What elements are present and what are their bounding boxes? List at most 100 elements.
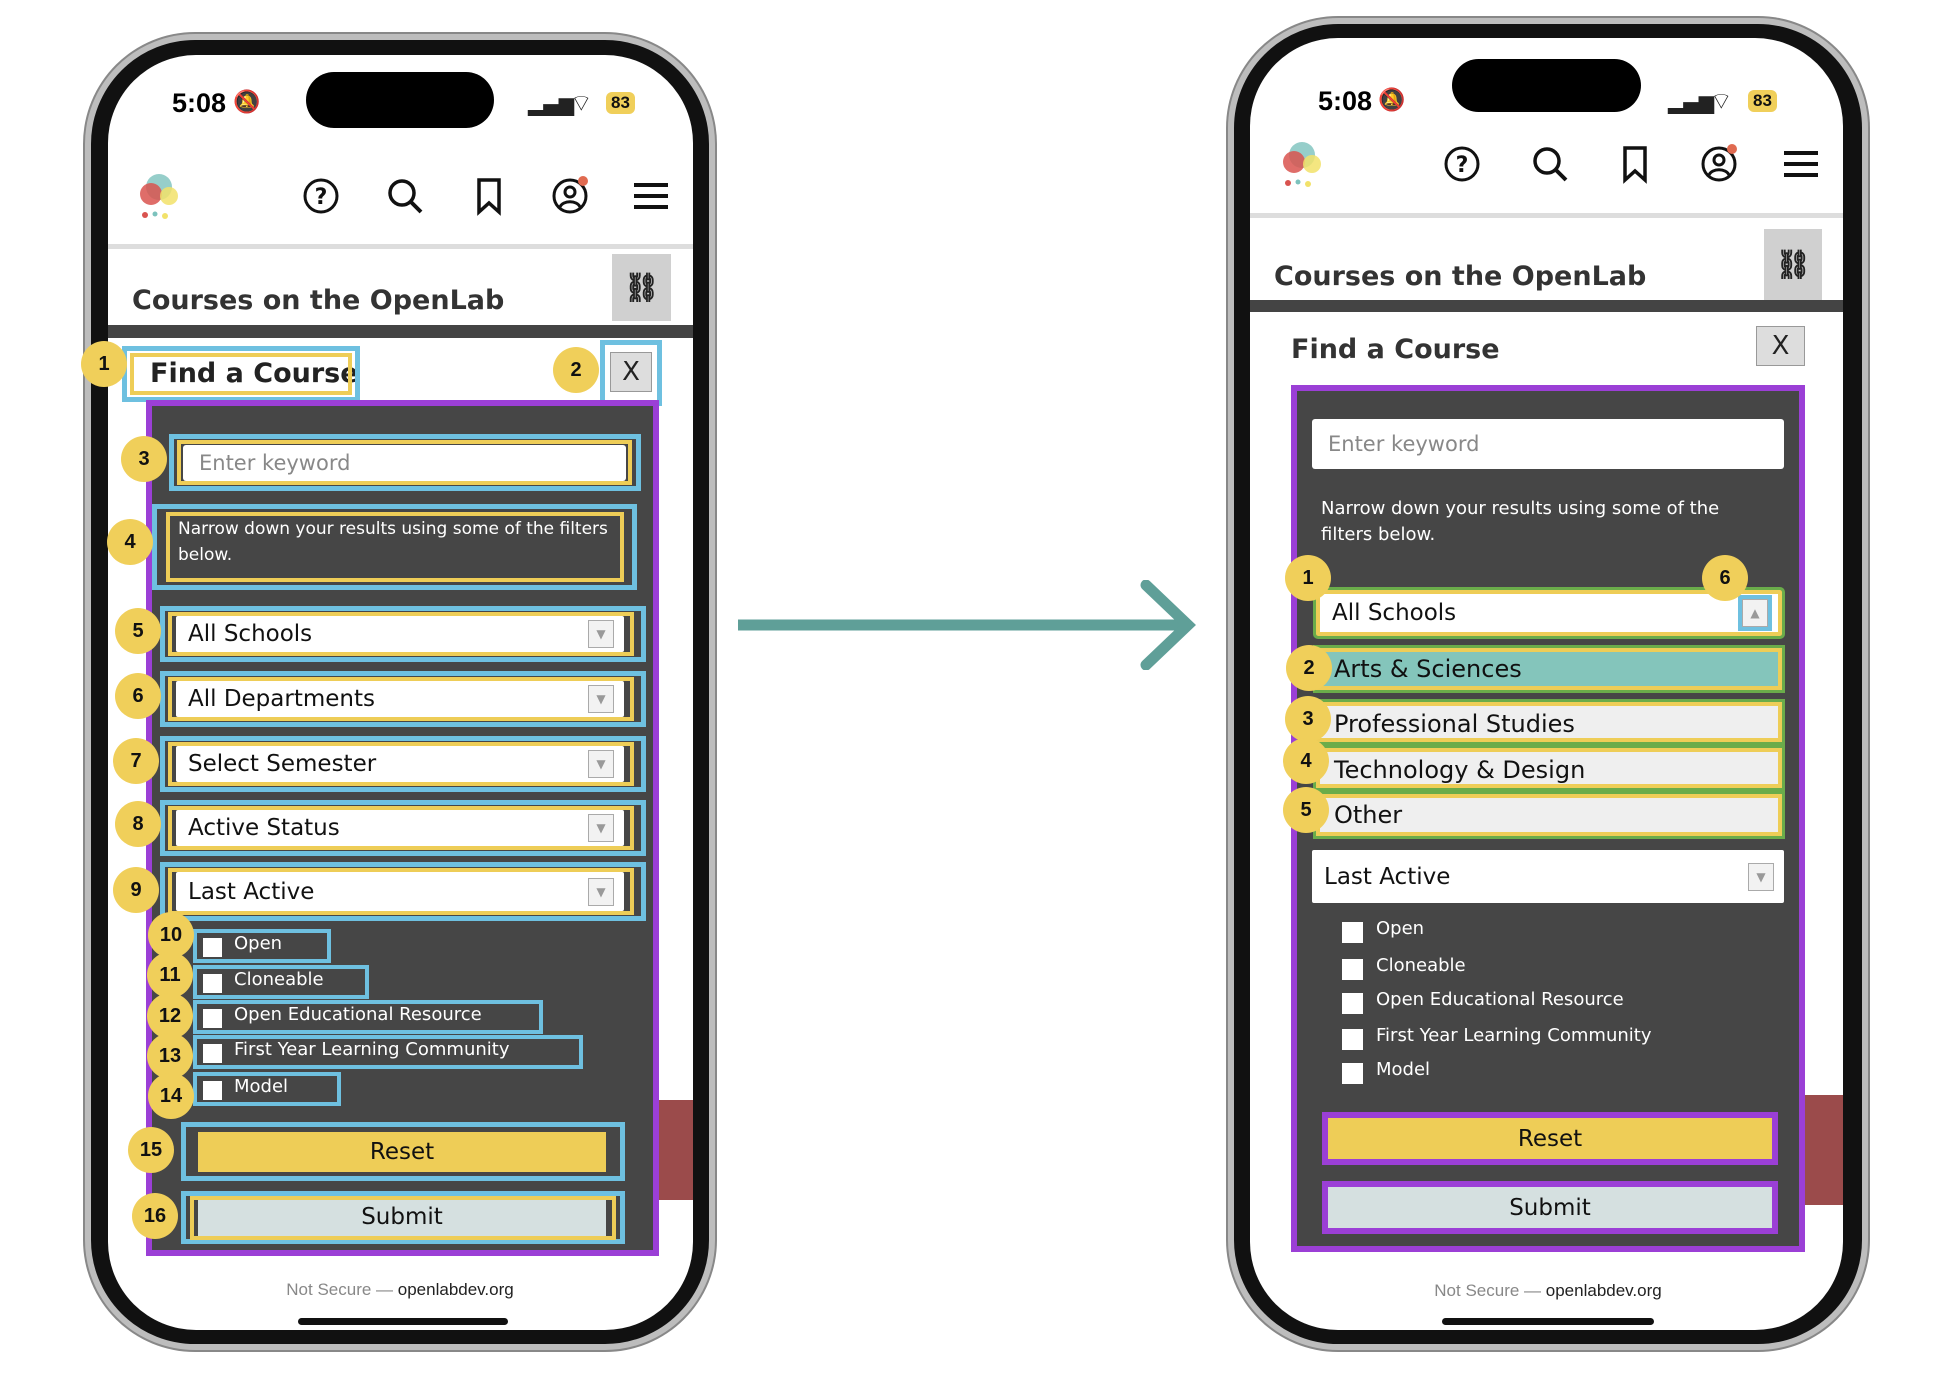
chevron-down-icon: ▼ bbox=[1748, 862, 1774, 891]
last-active-select[interactable]: Last Active ▼ bbox=[1312, 850, 1784, 903]
bell-slash-icon: 🔕 bbox=[233, 90, 261, 115]
title-underline-bar bbox=[108, 325, 693, 338]
filter-select[interactable]: Select Semester▼ bbox=[176, 746, 624, 782]
openlab-logo[interactable] bbox=[1280, 140, 1326, 190]
chevron-down-icon: ▼ bbox=[588, 620, 614, 648]
reset-button[interactable]: Reset bbox=[198, 1132, 606, 1172]
svg-text:?: ? bbox=[1456, 153, 1469, 178]
school-option-arts-sciences[interactable]: Arts & Sciences bbox=[1313, 645, 1785, 693]
checkbox[interactable] bbox=[203, 1081, 222, 1100]
annotation-badge: 2 bbox=[1286, 645, 1332, 691]
help-icon[interactable]: ? bbox=[1442, 144, 1482, 184]
narrow-results-text: Narrow down your results using some of t… bbox=[178, 519, 608, 565]
checkbox-label: Model bbox=[1376, 1059, 1431, 1080]
dynamic-island bbox=[306, 72, 494, 128]
chevron-down-icon: ▼ bbox=[588, 685, 614, 713]
checkbox[interactable] bbox=[1342, 1029, 1363, 1050]
checkbox[interactable] bbox=[1342, 959, 1363, 980]
bell-slash-icon: 🔕 bbox=[1378, 88, 1406, 113]
school-option-technology-design[interactable]: Technology & Design bbox=[1313, 745, 1785, 791]
bookmark-icon[interactable] bbox=[1615, 144, 1655, 184]
select-value: Last Active bbox=[188, 878, 315, 905]
checkbox[interactable] bbox=[1342, 1063, 1363, 1084]
checkbox[interactable] bbox=[203, 938, 222, 957]
annotation-badge: 4 bbox=[107, 519, 153, 565]
search-toggle-button[interactable]: ⛓ bbox=[612, 254, 671, 321]
narrow-results-text: Narrow down your results using some of t… bbox=[1321, 498, 1720, 545]
account-icon[interactable] bbox=[1699, 144, 1739, 184]
filter-select[interactable]: All Schools▼ bbox=[176, 616, 624, 652]
filter-select[interactable]: Last Active▼ bbox=[176, 872, 624, 911]
annotation-badge: 9 bbox=[113, 867, 159, 913]
openlab-logo[interactable] bbox=[137, 172, 183, 222]
browser-url-bar[interactable]: Not Secure — openlabdev.org bbox=[1434, 1281, 1661, 1301]
checkbox[interactable] bbox=[203, 974, 222, 993]
select-value: Select Semester bbox=[188, 751, 377, 777]
annotation-badge: 3 bbox=[121, 436, 167, 482]
signal-icon: ▂▄▆ bbox=[1668, 90, 1715, 114]
checkbox[interactable] bbox=[1342, 922, 1363, 943]
home-indicator bbox=[298, 1318, 508, 1325]
checkbox-label: First Year Learning Community bbox=[1376, 1025, 1652, 1046]
domain-label: openlabdev.org bbox=[1545, 1281, 1662, 1300]
keyword-input[interactable]: Enter keyword bbox=[183, 445, 626, 481]
annotation-badge: 1 bbox=[1285, 555, 1331, 601]
select-value: Last Active bbox=[1324, 863, 1451, 890]
search-icon[interactable] bbox=[385, 176, 425, 216]
status-time: 5:08 bbox=[172, 88, 227, 118]
bookmark-icon[interactable] bbox=[469, 176, 509, 216]
school-option-professional-studies[interactable]: Professional Studies bbox=[1313, 699, 1785, 745]
checkbox-label: First Year Learning Community bbox=[234, 1039, 510, 1060]
page-title: Courses on the OpenLab bbox=[132, 285, 505, 316]
browser-url-bar[interactable]: Not Secure — openlabdev.org bbox=[286, 1280, 513, 1300]
battery-indicator: 83 bbox=[1748, 90, 1777, 112]
header-divider bbox=[1250, 213, 1843, 218]
page-title: Courses on the OpenLab bbox=[1274, 261, 1647, 292]
checkbox[interactable] bbox=[1342, 993, 1363, 1014]
annotation-badge: 5 bbox=[1283, 787, 1329, 833]
battery-indicator: 83 bbox=[606, 92, 635, 114]
help-icon[interactable]: ? bbox=[301, 176, 341, 216]
search-toggle-button[interactable]: ⛓ bbox=[1764, 229, 1822, 300]
close-button[interactable]: X bbox=[610, 352, 652, 392]
select-value: Active Status bbox=[188, 815, 340, 841]
checkbox-label: Open Educational Resource bbox=[1376, 989, 1624, 1010]
search-icon[interactable] bbox=[1530, 144, 1570, 184]
annotation-badge: 2 bbox=[553, 347, 599, 393]
annotation-badge: 3 bbox=[1285, 696, 1331, 742]
svg-text:?: ? bbox=[315, 185, 328, 210]
filter-select[interactable]: All Departments ▼ bbox=[176, 681, 624, 717]
submit-button[interactable]: Submit bbox=[198, 1198, 606, 1236]
menu-icon[interactable] bbox=[631, 176, 671, 216]
annotation-badge: 7 bbox=[113, 738, 159, 784]
binoculars-icon: ⛓ bbox=[623, 271, 660, 304]
not-secure-label: Not Secure — bbox=[1434, 1281, 1546, 1300]
menu-icon[interactable] bbox=[1781, 144, 1821, 184]
submit-button[interactable]: Submit bbox=[1322, 1181, 1778, 1234]
annotation-badge: 14 bbox=[148, 1073, 194, 1119]
home-indicator bbox=[1442, 1318, 1654, 1325]
scroll-top-tab[interactable] bbox=[1800, 1095, 1843, 1205]
select-value: All Departments bbox=[188, 686, 375, 712]
school-select-open[interactable]: All Schools▲ bbox=[1313, 587, 1785, 639]
filter-select[interactable]: Active Status ▼ bbox=[176, 810, 624, 846]
checkbox[interactable] bbox=[203, 1044, 222, 1063]
checkbox[interactable] bbox=[203, 1009, 222, 1028]
school-option-other[interactable]: Other bbox=[1313, 791, 1785, 839]
chevron-up-icon[interactable]: ▲ bbox=[1738, 595, 1772, 631]
annotation-badge: 4 bbox=[1283, 738, 1329, 784]
checkbox-label: Open bbox=[234, 933, 283, 954]
chevron-down-icon: ▼ bbox=[588, 814, 614, 842]
not-secure-label: Not Secure — bbox=[286, 1280, 398, 1299]
keyword-input[interactable]: Enter keyword bbox=[1312, 419, 1784, 469]
transition-arrow-icon bbox=[738, 579, 1198, 674]
annotation-badge: 5 bbox=[115, 608, 161, 654]
reset-button[interactable]: Reset bbox=[1322, 1112, 1778, 1165]
binoculars-icon: ⛓ bbox=[1775, 248, 1811, 281]
close-button[interactable]: X bbox=[1756, 326, 1805, 366]
scroll-top-tab[interactable] bbox=[655, 1100, 693, 1200]
account-icon[interactable] bbox=[550, 176, 590, 216]
annotation-badge: 6 bbox=[1702, 555, 1748, 601]
title-underline-bar bbox=[1250, 300, 1843, 312]
find-course-heading: Find a Course bbox=[1291, 334, 1500, 365]
